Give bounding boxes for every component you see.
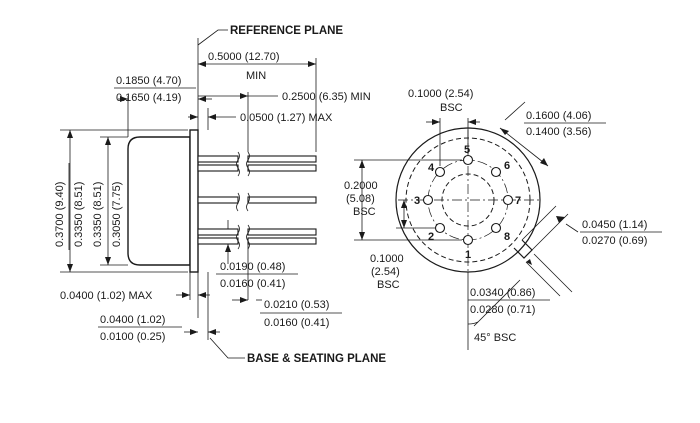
dim-tab-length-top: 0.0340 (0.86) (470, 287, 535, 299)
flange (189, 129, 199, 273)
pin-labels: 5 6 7 8 1 2 3 4 (414, 144, 521, 261)
dim-0400-top: 0.0400 (1.02) (100, 314, 165, 326)
pin-3 (422, 194, 434, 206)
dim-r1000-l2: (2.54) (371, 266, 400, 278)
pin-label-4: 4 (428, 162, 435, 174)
pin-6 (490, 166, 502, 178)
dim-0210-top: 0.0210 (0.53) (264, 299, 329, 311)
glass-seal (441, 173, 495, 227)
side-view: REFERENCE PLANE BASE & SEATING PLANE 0.5… (54, 25, 386, 365)
dim-tab-width-top: 0.0450 (1.14) (582, 219, 647, 231)
pin-2 (434, 222, 446, 234)
dim-row-l1: 0.2000 (344, 180, 378, 192)
dim-angle: 45° BSC (474, 332, 516, 344)
dim-lead-length-min: MIN (246, 70, 266, 82)
reference-plane-label: REFERENCE PLANE (230, 25, 343, 37)
pin-4 (434, 166, 446, 178)
dim-bc-bot: 0.1400 (3.56) (526, 126, 591, 138)
pin-8 (490, 222, 502, 234)
pin-label-6: 6 (504, 160, 510, 172)
pin-5 (462, 154, 474, 166)
dim-row-l2: (5.08) (346, 193, 375, 205)
dim-height-bot: 0.3350 (8.51) (73, 182, 85, 247)
pin-label-8: 8 (504, 231, 510, 243)
dim-flange-bot: 0.1650 (4.19) (116, 92, 181, 104)
can-body (127, 136, 191, 266)
dim-0250-min: 0.2500 (6.35) MIN (282, 91, 371, 103)
pin-label-2: 2 (428, 231, 434, 243)
dim-bc-top: 0.1600 (4.06) (526, 110, 591, 122)
dim-lead-dia-bot: 0.0160 (0.41) (220, 278, 285, 290)
dim-0210-bot: 0.0160 (0.41) (264, 317, 329, 329)
pin-7 (502, 194, 514, 206)
pin-label-3: 3 (414, 195, 420, 207)
pin-label-7: 7 (515, 195, 521, 207)
dim-0040-max: 0.0400 (1.02) MAX (60, 290, 153, 302)
dim-r1000-l1: 0.1000 (370, 253, 404, 265)
dim-lead-length-value: 0.5000 (12.70) (208, 51, 280, 63)
leads (197, 151, 317, 250)
dim-0400-bot: 0.0100 (0.25) (100, 331, 165, 343)
dim-pitch-top: 0.1000 (2.54) (408, 88, 473, 100)
pins (422, 154, 514, 246)
pin-view: 5 6 7 8 1 2 3 4 0.1000 (2.54) BSC 0.1600… (344, 88, 662, 350)
dim-flange-top: 0.1850 (4.70) (116, 75, 181, 87)
dim-height-top: 0.3700 (9.40) (54, 182, 66, 247)
dim-tab-length-bot: 0.0280 (0.71) (470, 304, 535, 316)
dim-0050-max: 0.0500 (1.27) MAX (240, 112, 333, 124)
base-seating-plane-label: BASE & SEATING PLANE (247, 353, 386, 365)
dim-lead-dia-top: 0.0190 (0.48) (220, 261, 285, 273)
pin-1 (462, 234, 474, 246)
dim-row-l3: BSC (353, 206, 376, 218)
dim-r1000-l3: BSC (377, 279, 400, 291)
orientation-tab (513, 239, 533, 259)
dim-tab-width-bot: 0.0270 (0.69) (582, 235, 647, 247)
pin-label-5: 5 (464, 144, 470, 156)
dim-pitch-bsc: BSC (440, 102, 463, 114)
dim-body-height-bot: 0.3050 (7.75) (111, 182, 123, 247)
dim-body-height-top: 0.3350 (8.51) (92, 182, 104, 247)
pin-label-1: 1 (465, 249, 471, 261)
